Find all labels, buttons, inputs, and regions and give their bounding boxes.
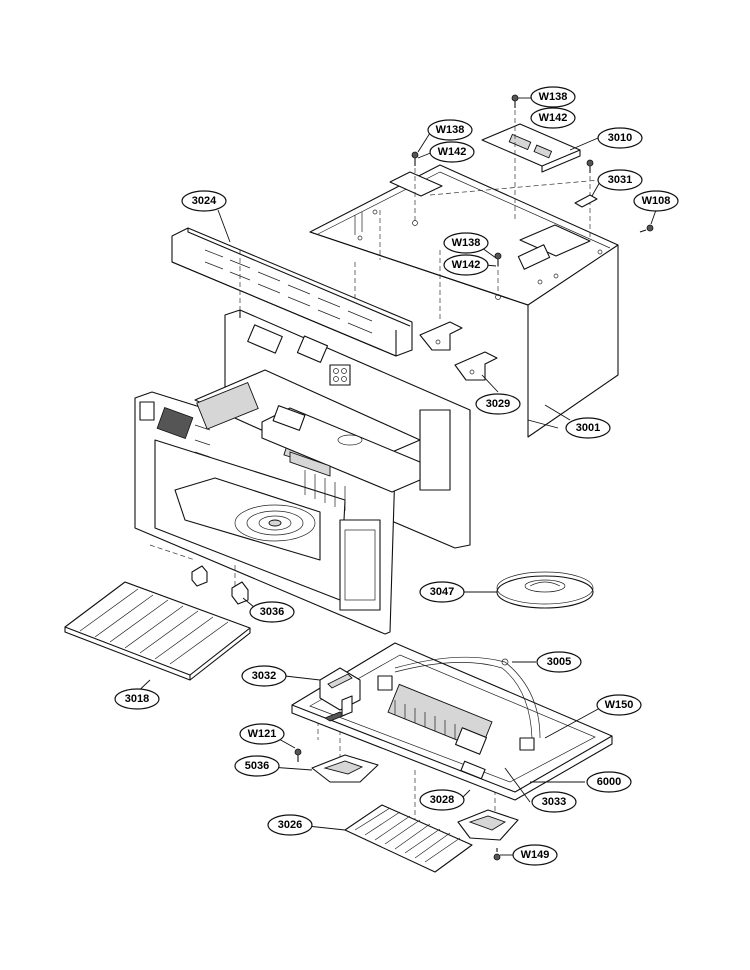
- callout-3005: 3005: [536, 651, 582, 673]
- callout-label: W138: [436, 124, 465, 136]
- callout-w150: W150: [596, 694, 642, 716]
- callout-label: 3010: [608, 132, 632, 144]
- callout-label: W138: [539, 91, 568, 103]
- callout-label: W121: [248, 728, 277, 740]
- foot-5036: [311, 754, 379, 783]
- callout-3001: 3001: [565, 417, 611, 439]
- callout-w142-left: W142: [429, 141, 475, 163]
- assembly-lines: [149, 110, 601, 820]
- callout-3024: 3024: [181, 190, 227, 212]
- callout-label: W138: [452, 237, 481, 249]
- callout-label: W142: [452, 259, 481, 271]
- base-plate-6000: [291, 642, 613, 801]
- callout-w138-top: W138: [530, 86, 576, 108]
- screws: [294, 94, 654, 861]
- callout-label: 3028: [430, 794, 454, 806]
- callout-w138-left: W138: [427, 119, 473, 141]
- callout-3026: 3026: [267, 814, 313, 836]
- wire-rack-3018: [64, 581, 251, 681]
- callout-3032: 3032: [241, 665, 287, 687]
- outer-cabinet-3001: [309, 164, 619, 438]
- callout-3029: 3029: [475, 393, 521, 415]
- callout-3010: 3010: [597, 127, 643, 149]
- callout-w142-mid: W142: [443, 254, 489, 276]
- callout-5036: 5036: [234, 755, 280, 777]
- clip-3031: [574, 194, 598, 208]
- callout-label: W142: [438, 146, 467, 158]
- callout-label: 3033: [542, 796, 566, 808]
- waveguide-top: [194, 369, 421, 493]
- callout-label: 3024: [192, 195, 217, 207]
- callout-label: W108: [642, 195, 671, 207]
- callout-label: 3001: [576, 422, 600, 434]
- callout-3031: 3031: [597, 169, 643, 191]
- callout-3036: 3036: [249, 601, 295, 623]
- callout-3033: 3033: [531, 791, 577, 813]
- callout-w108: W108: [633, 190, 679, 212]
- callout-label: 3036: [260, 606, 284, 618]
- callout-label: 3005: [547, 656, 571, 668]
- callout-label: 3047: [430, 586, 454, 598]
- cavity-floor-turntable: [174, 477, 321, 561]
- callout-label: 5036: [245, 760, 269, 772]
- glass-tray-3047: [496, 571, 594, 609]
- callout-3028: 3028: [419, 789, 465, 811]
- callout-w149: W149: [512, 844, 558, 866]
- callout-label: 3026: [278, 819, 302, 831]
- upper-cover-3010: [481, 123, 581, 173]
- callout-w142-top: W142: [530, 107, 576, 129]
- callout-w138-mid: W138: [443, 232, 489, 254]
- callout-3047: 3047: [419, 581, 465, 603]
- callout-label: 6000: [597, 776, 621, 788]
- callout-label: 3018: [125, 693, 149, 705]
- callout-label: W142: [539, 112, 568, 124]
- filter-3026: [344, 804, 473, 873]
- callout-label: W149: [521, 849, 550, 861]
- callout-label: W150: [605, 699, 634, 711]
- vent-grille-3024: [171, 227, 413, 357]
- callout-w121: W121: [239, 723, 285, 745]
- bracket-3032: [319, 667, 361, 717]
- bracket-3029: [419, 321, 498, 381]
- callout-label: 3029: [486, 398, 510, 410]
- foot-3028: [457, 809, 519, 841]
- callout-label: 3032: [252, 670, 276, 682]
- callout-6000: 6000: [586, 771, 632, 793]
- callout-label: 3031: [608, 174, 632, 186]
- callout-3018: 3018: [114, 688, 160, 710]
